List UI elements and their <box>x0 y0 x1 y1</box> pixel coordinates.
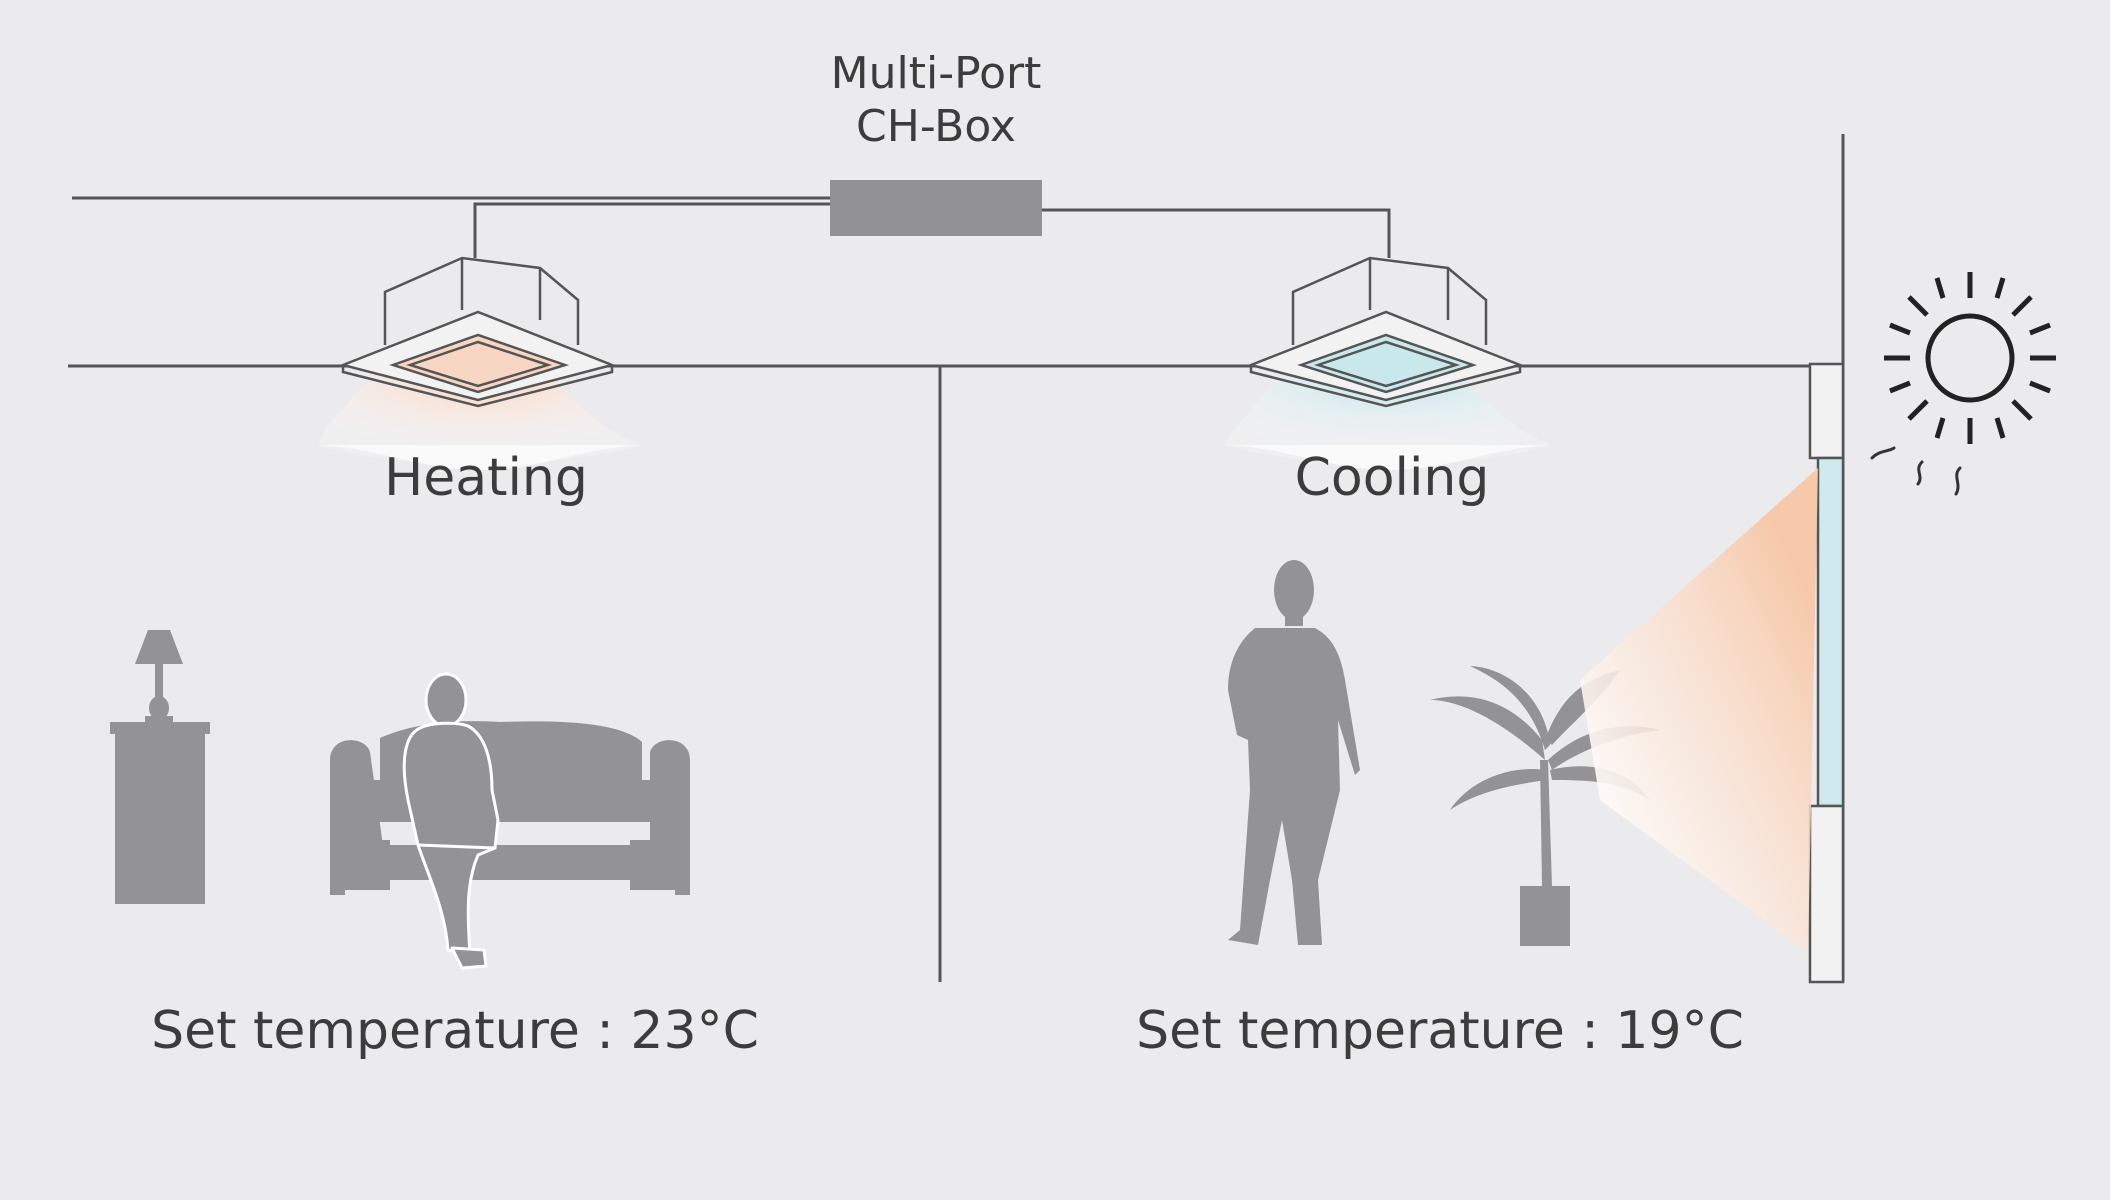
ch-box-icon <box>830 180 1042 236</box>
cooling-set-temperature: Set temperature : 19°C <box>1136 1001 1744 1061</box>
heat-wave-icon <box>1870 446 1962 496</box>
refrigerant-pipes <box>72 196 1391 258</box>
ch-box-label-line2: CH-Box <box>856 100 1016 152</box>
window-icon <box>1808 362 1845 984</box>
standing-person-icon <box>1228 560 1360 945</box>
sofa-icon <box>330 721 690 895</box>
sunlight-beam <box>1580 468 1818 952</box>
heating-label: Heating <box>384 448 588 508</box>
ch-box-label-line1: Multi-Port <box>830 48 1042 99</box>
cassette-heating-icon <box>338 256 617 408</box>
sun-icon <box>1884 272 2056 444</box>
ch-box-label: Multi-Port CH-Box <box>831 48 1042 154</box>
lamp-icon <box>135 630 183 722</box>
cooling-label: Cooling <box>1294 448 1490 508</box>
heating-set-temperature: Set temperature : 23°C <box>151 1001 759 1061</box>
cabinet-icon <box>110 722 210 904</box>
sitting-person-icon <box>402 672 500 970</box>
cassette-cooling-icon <box>1246 256 1525 408</box>
